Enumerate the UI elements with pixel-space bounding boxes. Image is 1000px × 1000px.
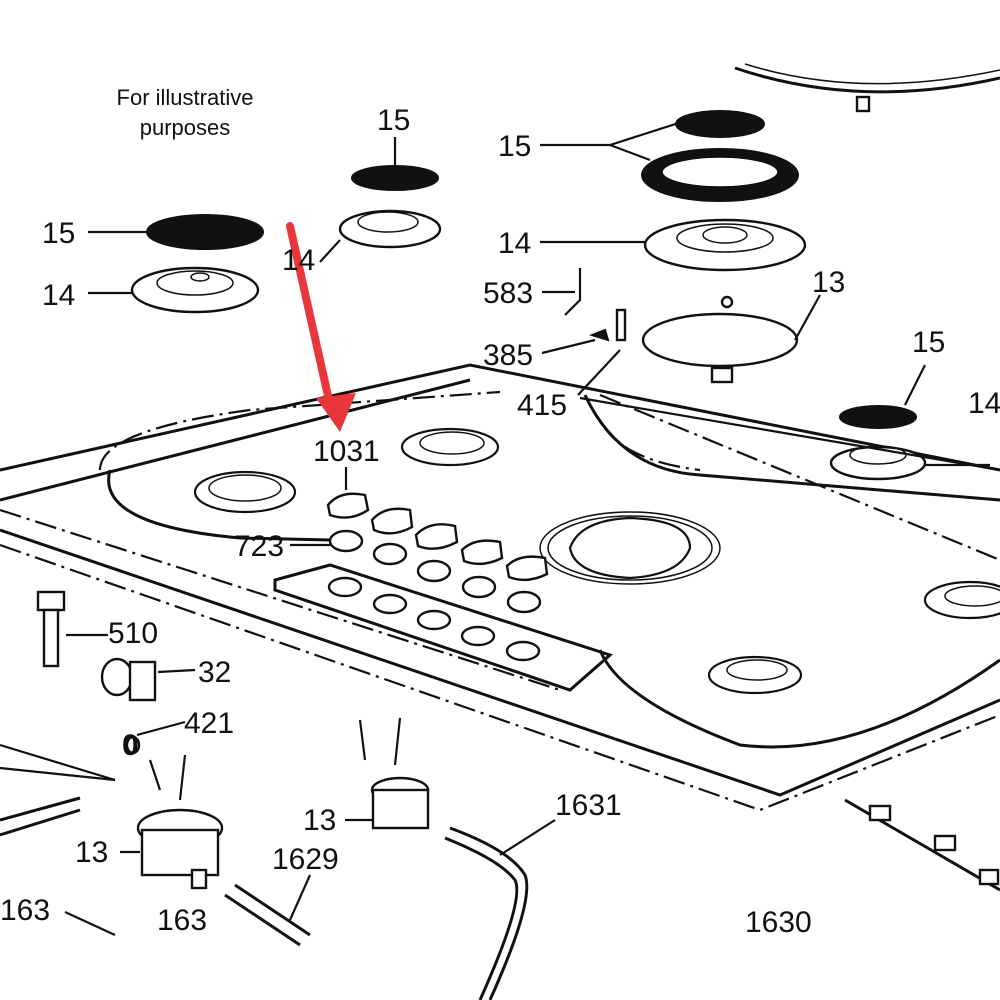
elbow-fitting: [100, 657, 157, 702]
callout-163[interactable]: 163: [0, 894, 50, 927]
knob[interactable]: [326, 492, 370, 519]
knob-bezel: [372, 542, 408, 566]
knob-bezel: [328, 529, 364, 553]
control-panel: [273, 563, 613, 692]
gas-tube-1629: [224, 893, 301, 947]
callout-14[interactable]: 14: [968, 387, 1000, 420]
clip: [588, 328, 610, 342]
spark-electrode: [615, 308, 627, 342]
callout-15[interactable]: 15: [42, 217, 75, 250]
callout-1630[interactable]: 1630: [745, 906, 812, 939]
callout-0[interactable]: 0: [122, 729, 139, 762]
callout-13[interactable]: 13: [75, 836, 108, 869]
knob-row: [326, 492, 549, 614]
callout-415[interactable]: 415: [517, 389, 567, 422]
grate-edge-inner: [744, 63, 1000, 85]
callout-1629[interactable]: 1629: [272, 843, 339, 876]
callout-15[interactable]: 15: [377, 104, 410, 137]
knob-bezel: [506, 590, 542, 614]
callout-723[interactable]: 723: [234, 530, 284, 563]
callout-32[interactable]: 32: [198, 656, 231, 689]
callout-14[interactable]: 14: [498, 227, 531, 260]
burner-cap-left: [146, 214, 264, 250]
gas-tube-left: [0, 808, 81, 837]
callout-labels: 15 14 15 14 15 14 583 13 385 415 15 14 1…: [0, 104, 1000, 939]
wok-cap-inner: [675, 110, 765, 138]
callout-14[interactable]: 14: [42, 279, 75, 312]
wok-burner-base: [641, 312, 799, 368]
burner-port-top: [400, 427, 500, 467]
callout-14[interactable]: 14: [282, 244, 315, 277]
gas-tube-1631: [444, 836, 519, 1000]
leader-lines: [0, 118, 1000, 936]
burner-port-wok: [539, 511, 721, 585]
ignition-harness: [844, 798, 1000, 892]
o-ring: [125, 735, 141, 755]
highlight-arrow: [286, 222, 356, 432]
callout-13[interactable]: 13: [812, 266, 845, 299]
small-fastener-icon: [855, 95, 871, 113]
callout-510[interactable]: 510: [108, 617, 158, 650]
callout-15[interactable]: 15: [912, 326, 945, 359]
burner-base-lower-center: [370, 776, 430, 830]
knob[interactable]: [370, 507, 414, 535]
burner-cap-top: [351, 165, 439, 191]
callout-15[interactable]: 15: [498, 130, 531, 163]
callout-13[interactable]: 13: [303, 804, 336, 837]
burner-cap-right: [839, 405, 917, 429]
grate-edge: [734, 66, 1000, 94]
burner-port-front: [707, 655, 803, 695]
knob-bezel: [461, 575, 497, 599]
knob-bezel: [416, 559, 452, 583]
callout-421[interactable]: 421: [184, 707, 234, 740]
knob[interactable]: [414, 523, 459, 550]
knob[interactable]: [460, 539, 504, 566]
hose-fitting: [36, 590, 66, 668]
burner-head-top: [338, 209, 442, 249]
thermocouple: [564, 268, 582, 316]
callout-163[interactable]: 163: [157, 904, 207, 937]
callout-1631[interactable]: 1631: [555, 789, 622, 822]
callout-385[interactable]: 385: [483, 339, 533, 372]
burner-head-right: [829, 445, 927, 481]
illustrative-note: For illustrative purposes: [116, 85, 254, 140]
burner-port-left: [193, 470, 297, 514]
callout-583[interactable]: 583: [483, 277, 533, 310]
knob[interactable]: [505, 555, 549, 582]
callout-1031[interactable]: 1031: [313, 435, 380, 468]
burner-port-right: [923, 580, 1000, 620]
wok-burner-head: [643, 218, 807, 272]
burner-base-lower-left: [136, 808, 224, 890]
burner-head-left: [130, 266, 260, 314]
cooktop-plate: [0, 363, 1000, 812]
